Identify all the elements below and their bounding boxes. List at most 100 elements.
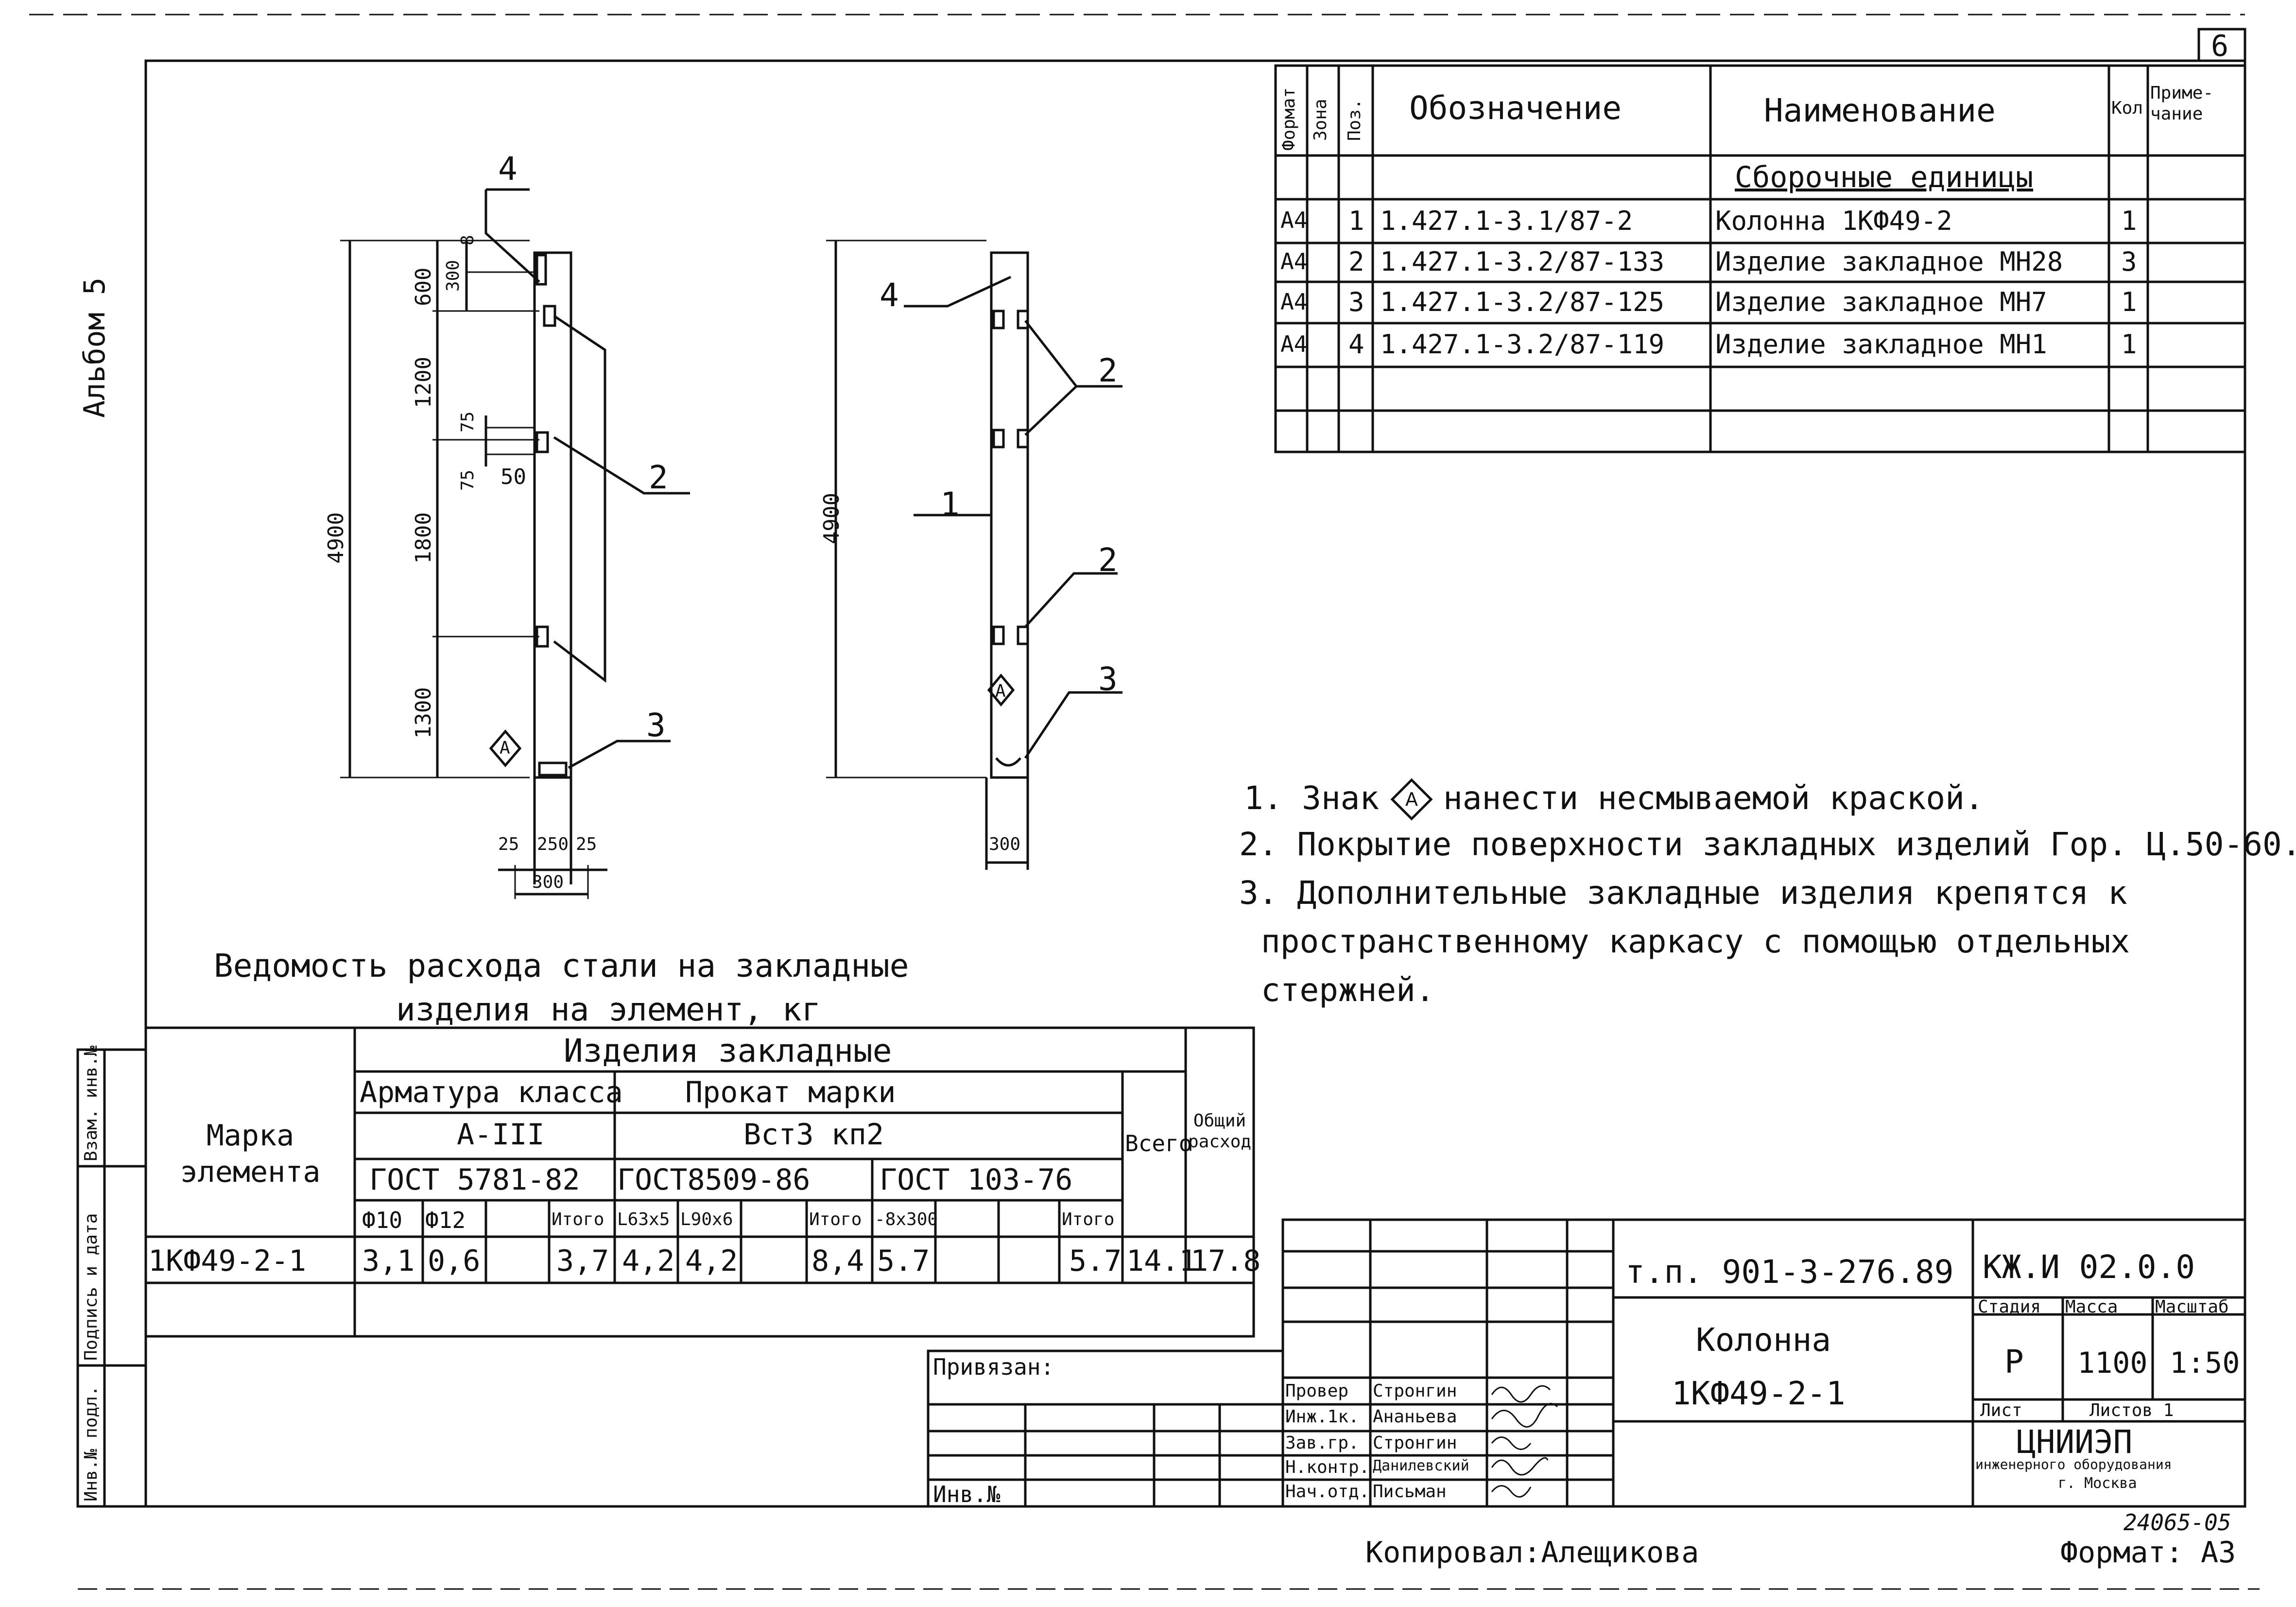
- dim-overall-right: 4900: [819, 493, 844, 544]
- steel-cell: 3,7: [556, 1244, 609, 1278]
- label-2b-right: 2: [1098, 541, 1118, 579]
- note-1-end: нанести несмываемой краской.: [1443, 779, 1984, 817]
- tb-org: ЦНИИЭП: [2017, 1423, 2133, 1461]
- spec-row-pos: 2: [1348, 246, 1364, 277]
- dim-1300: 1300: [411, 687, 436, 739]
- steel-mark-header: Марка элемента: [180, 1119, 321, 1189]
- steel-cell: 5.7: [877, 1244, 930, 1278]
- tb-sheet: Лист: [1980, 1400, 2022, 1420]
- steel-row-total: 14.1: [1126, 1244, 1197, 1278]
- tb-role: Нач.отд.: [1285, 1482, 1370, 1502]
- steel-rolled-grade: Вст3 кп2: [743, 1118, 884, 1152]
- dim-75a: 75: [458, 411, 478, 432]
- steel-cell: 4,2: [622, 1244, 675, 1278]
- steel-rolled-header: Прокат марки: [685, 1075, 896, 1109]
- tb-person: Письман: [1373, 1482, 1447, 1502]
- steel-subhead: -8х300: [875, 1210, 938, 1229]
- steel-subhead: Ф12: [425, 1207, 466, 1233]
- spec-header-name: Наименование: [1764, 92, 1996, 129]
- spec-row-qty: 1: [2121, 287, 2137, 317]
- spec-header-designation: Обозначение: [1409, 89, 1622, 127]
- steel-subhead: L90х6: [680, 1210, 733, 1229]
- spec-row-format: А4: [1280, 289, 1308, 315]
- steel-cell: 5.7: [1069, 1244, 1122, 1278]
- steel-rebar-class: А-III: [457, 1118, 545, 1152]
- spec-row-name: Изделие закладное МН7: [1715, 287, 2047, 317]
- spec-row-pos: 3: [1348, 287, 1364, 317]
- steel-title-1: Ведомость расхода стали на закладные: [214, 947, 909, 985]
- tb-scale-header: Масштаб: [2155, 1297, 2229, 1317]
- spec-header-zone: Зона: [1311, 99, 1330, 141]
- tb-name-1: Колонна: [1696, 1321, 1831, 1359]
- spec-header-note: Приме-чание: [2150, 83, 2214, 124]
- steel-subhead: L63х5: [617, 1210, 670, 1229]
- label-2a-right: 2: [1098, 352, 1118, 389]
- tb-mass: 1100: [2077, 1346, 2148, 1380]
- steel-rebar-gost: ГОСТ 5781-82: [369, 1163, 580, 1197]
- dim-600: 600: [411, 267, 436, 306]
- dim-overall-left: 4900: [324, 512, 348, 564]
- note-3-cont: пространственному каркасу с помощью отде…: [1261, 923, 2130, 960]
- steel-subhead: Итого: [809, 1210, 862, 1229]
- spec-section-title: Сборочные единицы: [1735, 160, 2034, 194]
- steel-items-header: Изделия закладные: [564, 1032, 892, 1070]
- sidebar-inv: Инв.№ подл.: [81, 1385, 101, 1502]
- spec-row-pos: 1: [1348, 206, 1364, 236]
- sidebar-replace: Взам. инв.№: [81, 1045, 101, 1161]
- dim-50: 50: [501, 465, 526, 489]
- spec-row-designation: 1.427.1-3.2/87-133: [1380, 246, 1665, 277]
- dim-300-left: 300: [532, 872, 564, 892]
- dim-1800: 1800: [411, 512, 436, 564]
- label-4-left: 4: [498, 150, 518, 188]
- tb-role: Зав.гр.: [1285, 1433, 1359, 1453]
- tb-name-2: 1КФ49-2-1: [1672, 1375, 1846, 1412]
- spec-row-qty: 3: [2121, 246, 2137, 277]
- tb-person: Стронгин: [1373, 1433, 1457, 1453]
- dim-8: 8: [458, 235, 478, 245]
- dim-1200: 1200: [411, 357, 436, 408]
- steel-subhead: Итого: [1062, 1210, 1115, 1229]
- spec-row-format: А4: [1280, 248, 1308, 275]
- spec-row-name: Изделие закладное МН1: [1715, 329, 2047, 360]
- tb-role: Н.контр.: [1285, 1457, 1370, 1477]
- spec-row-qty: 1: [2121, 206, 2137, 236]
- spec-row-designation: 1.427.1-3.2/87-119: [1380, 329, 1665, 360]
- tb-scale: 1:50: [2170, 1346, 2240, 1380]
- spec-header-qty: Кол: [2111, 98, 2143, 118]
- tb-code: КЖ.И 02.0.0: [1983, 1248, 2195, 1286]
- mark-a-left: А: [500, 738, 510, 758]
- note-3-end: стержней.: [1261, 971, 1435, 1009]
- spec-row-pos: 4: [1348, 329, 1364, 360]
- page-number: 6: [2211, 29, 2229, 63]
- steel-cell: 0,6: [428, 1244, 481, 1278]
- label-3-right: 3: [1098, 660, 1118, 698]
- label-4-right: 4: [880, 276, 899, 314]
- tb-inv: Инв.№: [933, 1481, 1001, 1507]
- column-left-face: [533, 251, 572, 779]
- tb-org-dept: инженерного оборудования: [1975, 1456, 2172, 1472]
- label-3-left: 3: [646, 707, 666, 744]
- steel-cell: 3,1: [362, 1244, 415, 1278]
- dim-300-top: 300: [443, 259, 463, 292]
- tb-person: Данилевский: [1373, 1457, 1469, 1474]
- spec-row-designation: 1.427.1-3.2/87-125: [1380, 287, 1665, 317]
- tb-stage: Р: [2004, 1343, 2024, 1381]
- tb-stage-header: Стадия: [1978, 1297, 2041, 1317]
- tb-sheets: Листов 1: [2089, 1400, 2174, 1420]
- spec-header-pos: Поз.: [1345, 99, 1364, 141]
- spec-row-format: А4: [1280, 207, 1308, 233]
- svg-text:А: А: [1405, 789, 1418, 810]
- steel-subhead: Итого: [552, 1210, 604, 1229]
- spec-row-qty: 1: [2121, 329, 2137, 360]
- spec-row-format: А4: [1280, 331, 1308, 357]
- tb-person: Ананьева: [1373, 1407, 1457, 1427]
- stamp-code: 24065-05: [2123, 1509, 2231, 1536]
- dim-75b: 75: [458, 469, 478, 491]
- steel-total-header: Всего: [1125, 1130, 1192, 1157]
- spec-header-format: Формат: [1279, 87, 1299, 151]
- tb-mass-header: Масса: [2065, 1297, 2118, 1317]
- steel-rebar-header: Арматура класса: [360, 1075, 623, 1109]
- tb-project: т.п. 901-3-276.89: [1625, 1253, 1954, 1291]
